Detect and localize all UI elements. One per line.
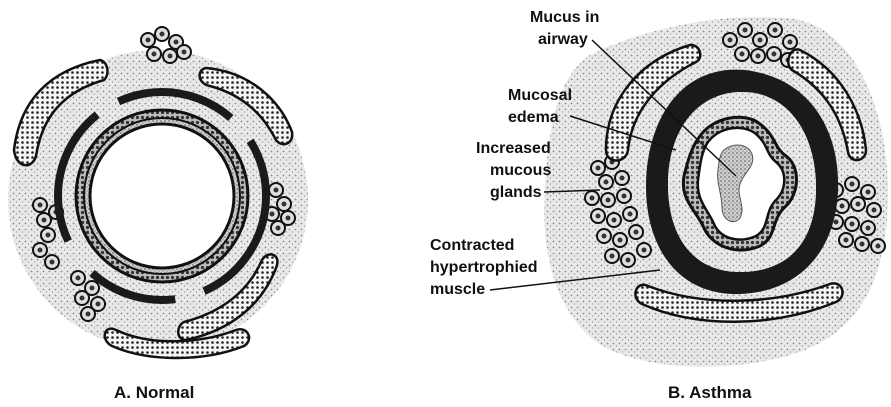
normal-airway <box>8 27 308 358</box>
label-mucosal-edema-line2: edema <box>508 109 559 126</box>
asthma-airway <box>544 17 888 367</box>
normal-lumen <box>90 124 234 268</box>
label-mucus-in-airway-line2: airway <box>538 31 588 48</box>
caption-asthma: B. Asthma <box>668 383 752 402</box>
label-increased-mucous-glands-line2: mucous <box>490 162 551 179</box>
caption-normal: A. Normal <box>114 383 194 402</box>
label-contracted-muscle-line3: muscle <box>430 281 485 298</box>
label-contracted-muscle-line1: Contracted <box>430 237 514 254</box>
label-mucus-in-airway-line1: Mucus in <box>530 9 599 26</box>
normal-mucous-glands-top <box>141 27 191 63</box>
label-contracted-muscle-line2: hypertrophied <box>430 259 538 276</box>
label-increased-mucous-glands-line3: glands <box>490 184 542 201</box>
label-mucosal-edema-line1: Mucosal <box>508 87 572 104</box>
label-increased-mucous-glands-line1: Increased <box>476 140 551 157</box>
